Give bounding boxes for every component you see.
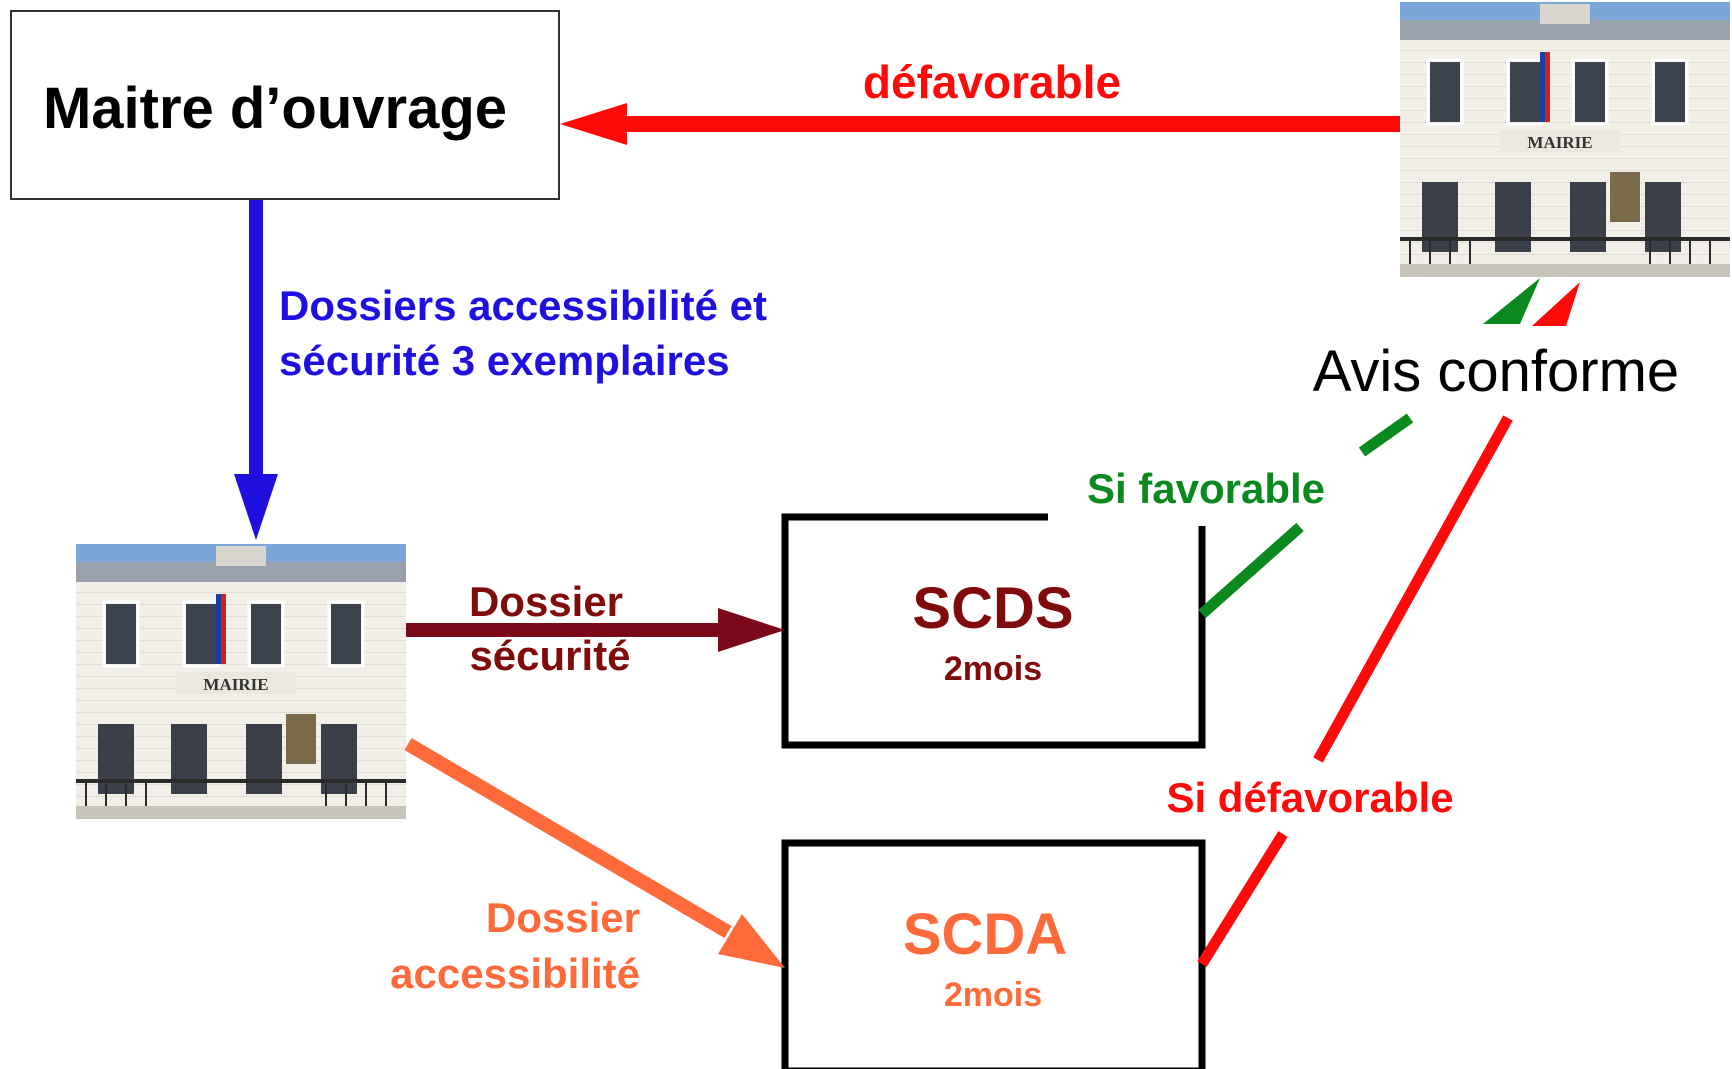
si-defavorable-label: Si défavorable — [1166, 774, 1453, 821]
arrow-si-defavorable — [1197, 282, 1580, 967]
si-favorable-label: Si favorable — [1087, 465, 1325, 512]
arrow-dossier-securite — [406, 608, 785, 652]
scds-title: SCDS — [912, 576, 1073, 641]
mairie-photo-left: MAIRIE — [74, 542, 408, 821]
maitre-ouvrage-box — [10, 10, 560, 200]
scds-box — [781, 513, 1206, 749]
dossiers-label-line2: sécurité 3 exemplaires — [279, 337, 730, 384]
maitre-ouvrage-label: Maitre d’ouvrage — [43, 76, 507, 141]
mairie-photo-top: MAIRIE — [1398, 0, 1732, 279]
scda-title: SCDA — [903, 902, 1067, 967]
dossiers-label-line1: Dossiers accessibilité et — [279, 282, 767, 329]
dossier-securite-line2: sécurité — [469, 632, 630, 679]
scds-duration: 2mois — [944, 650, 1042, 688]
arrow-si-favorable — [1198, 278, 1540, 619]
arrow-dossier-accessibilite — [404, 737, 785, 968]
dossier-accessibilite-line1: Dossier — [486, 894, 640, 941]
avis-conforme-label: Avis conforme — [1313, 339, 1679, 404]
mairie-sign-left: MAIRIE — [203, 675, 268, 694]
arrow-defavorable-top — [560, 103, 1400, 145]
arrow-dossiers — [234, 200, 278, 540]
mairie-sign-top: MAIRIE — [1527, 133, 1592, 152]
dossier-securite-line1: Dossier — [469, 578, 623, 625]
dossier-accessibilite-line2: accessibilité — [390, 950, 640, 997]
defavorable-top-label: défavorable — [863, 56, 1121, 108]
scda-duration: 2mois — [944, 976, 1042, 1014]
